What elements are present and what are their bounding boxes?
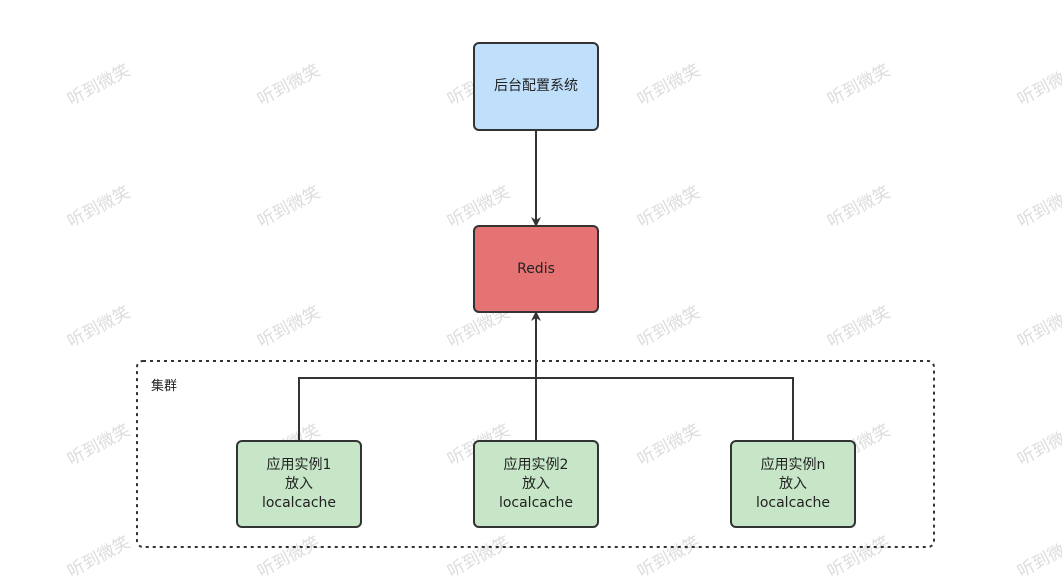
cluster-label: 集群 <box>151 379 178 394</box>
redis-label: Redis <box>517 260 555 277</box>
app-instance-1-title: 应用实例1 <box>266 456 332 473</box>
app-instance-2-node[interactable]: 应用实例2 放入 localcache <box>473 440 599 528</box>
app-instance-n-action: 放入 <box>779 475 807 492</box>
app-instance-1-cache: localcache <box>261 494 337 511</box>
app-instance-2-cache: localcache <box>498 494 574 511</box>
app-instance-n-cache: localcache <box>755 494 831 511</box>
config-system-node[interactable]: 后台配置系统 <box>473 42 599 131</box>
config-system-label: 后台配置系统 <box>494 78 578 94</box>
app-instance-1-node[interactable]: 应用实例1 放入 localcache <box>236 440 362 528</box>
app-instance-n-node[interactable]: 应用实例n 放入 localcache <box>730 440 856 528</box>
app-instance-1-action: 放入 <box>285 475 313 492</box>
app-instance-2-title: 应用实例2 <box>503 456 569 473</box>
redis-node[interactable]: Redis <box>473 225 599 313</box>
app-instance-n-title: 应用实例n <box>760 456 826 473</box>
edge-app1-appn-bus <box>298 377 794 440</box>
app-instance-2-action: 放入 <box>522 475 550 492</box>
